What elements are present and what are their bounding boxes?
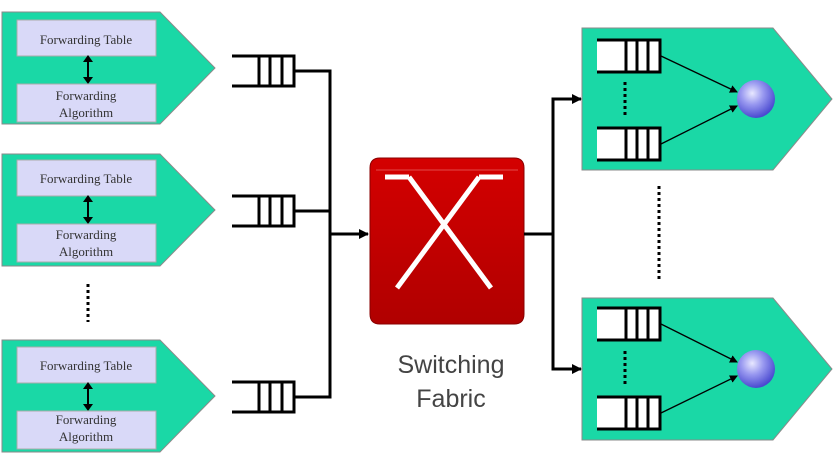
scheduler-circle-icon <box>737 350 775 388</box>
forwarding-table-box <box>16 19 157 57</box>
input-queue-1 <box>232 54 296 88</box>
input-queue-2 <box>232 194 296 228</box>
forwarding-table-label: Forwarding Table <box>40 171 133 186</box>
switching-fabric-label-line1: Switching <box>398 351 505 379</box>
queue-icon <box>232 194 296 228</box>
double-arrow-icon <box>83 55 93 84</box>
crossbar-icon <box>369 157 525 325</box>
queue-icon <box>597 126 662 162</box>
forwarding-algorithm-box <box>16 83 157 123</box>
output-line-card-1 <box>581 27 833 171</box>
switching-fabric-label-line2: Fabric <box>416 385 485 413</box>
queue-icon <box>232 54 296 88</box>
input-line-card-2: Forwarding Table Forwarding Algorithm <box>1 153 216 267</box>
forwarding-algorithm-label-line2: Algorithm <box>59 244 113 259</box>
double-arrow-icon <box>83 382 93 411</box>
forwarding-algorithm-label-line1: Forwarding <box>56 412 117 427</box>
queue-icon <box>597 395 662 431</box>
queue-icon <box>597 38 662 74</box>
forwarding-algorithm-box <box>16 410 157 450</box>
forwarding-table-label: Forwarding Table <box>40 32 133 47</box>
forwarding-algorithm-label-line1: Forwarding <box>56 227 117 242</box>
input-line-card-3: Forwarding Table Forwarding Algorithm <box>1 339 216 453</box>
output-wires <box>524 94 582 374</box>
input-queue-3 <box>232 380 296 414</box>
forwarding-table-label: Forwarding Table <box>40 358 133 373</box>
queue-icon <box>597 306 662 342</box>
input-wires <box>294 69 369 399</box>
double-arrow-icon <box>83 195 93 224</box>
forwarding-algorithm-label-line2: Algorithm <box>59 105 113 120</box>
output-line-card-2 <box>581 297 833 441</box>
switching-fabric: Switching Fabric <box>369 157 525 413</box>
forwarding-table-box <box>16 346 157 384</box>
forwarding-algorithm-label-line2: Algorithm <box>59 429 113 444</box>
queue-icon <box>232 380 296 414</box>
input-line-card-1: Forwarding Table Forwarding Algorithm <box>1 11 216 125</box>
forwarding-algorithm-label-line1: Forwarding <box>56 88 117 103</box>
forwarding-table-box <box>16 159 157 197</box>
scheduler-circle-icon <box>737 80 775 118</box>
forwarding-algorithm-box <box>16 223 157 263</box>
